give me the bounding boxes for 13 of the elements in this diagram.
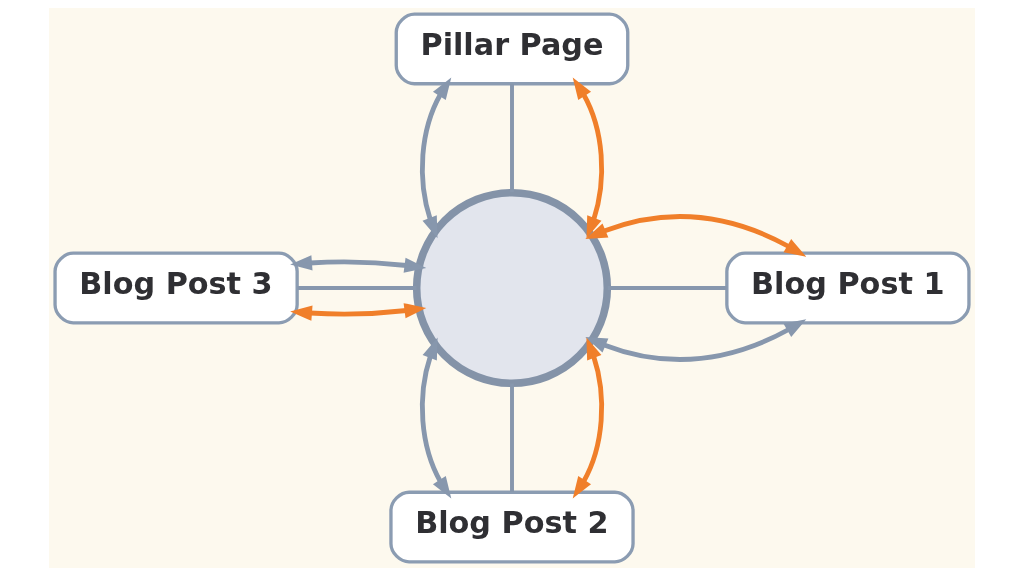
node-box: Pillar Page [394, 12, 630, 86]
node-box: Blog Post 1 [725, 251, 971, 325]
arrow [585, 319, 807, 362]
arrow [419, 337, 452, 499]
arrow [290, 303, 427, 321]
node-box: Blog Post 2 [389, 490, 635, 564]
connector [510, 83, 514, 193]
node-box: Blog Post 3 [53, 251, 299, 325]
arrow [585, 214, 807, 257]
arrow [419, 77, 452, 239]
arrow [290, 255, 427, 273]
arrow [572, 77, 605, 239]
arrow [572, 337, 605, 499]
